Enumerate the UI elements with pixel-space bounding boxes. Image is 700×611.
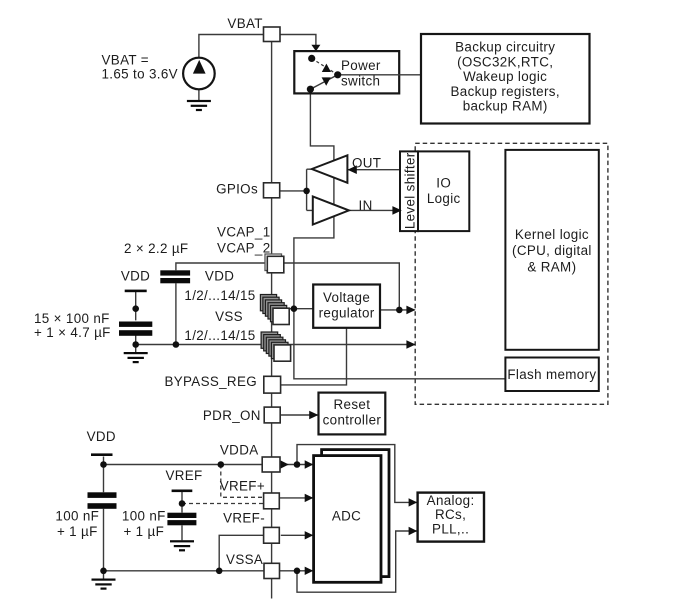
svg-text:1.65 to 3.6V: 1.65 to 3.6V <box>102 66 178 81</box>
svg-text:& RAM): & RAM) <box>527 259 576 274</box>
svg-text:+ 1 µF: + 1 µF <box>123 524 164 539</box>
svg-text:Reset: Reset <box>334 397 371 412</box>
svg-text:100 nF: 100 nF <box>55 509 99 524</box>
svg-text:100 nF: 100 nF <box>122 509 166 524</box>
svg-text:VREF: VREF <box>165 468 202 483</box>
svg-text:backup RAM): backup RAM) <box>463 99 548 114</box>
svg-text:PLL,..: PLL,.. <box>432 522 469 537</box>
svg-text:(CPU, digital: (CPU, digital <box>512 243 592 258</box>
svg-text:VCAP_2: VCAP_2 <box>217 241 270 256</box>
svg-text:Voltage: Voltage <box>323 290 370 305</box>
svg-text:VDDA: VDDA <box>220 443 259 458</box>
svg-text:+ 1 × 4.7 µF: + 1 × 4.7 µF <box>34 325 111 340</box>
svg-text:+ 1 µF: + 1 µF <box>57 524 98 539</box>
svg-text:Analog:: Analog: <box>427 493 475 508</box>
svg-text:2 × 2.2 µF: 2 × 2.2 µF <box>124 241 188 256</box>
svg-text:ADC: ADC <box>332 509 361 524</box>
svg-text:RCs,: RCs, <box>435 507 466 522</box>
svg-text:VCAP_1: VCAP_1 <box>217 224 270 239</box>
svg-text:Flash memory: Flash memory <box>507 367 596 382</box>
svg-text:VSSA: VSSA <box>226 552 263 567</box>
svg-text:Wakeup logic: Wakeup logic <box>463 69 547 84</box>
svg-text:Kernel logic: Kernel logic <box>515 227 589 242</box>
svg-text:IN: IN <box>359 198 373 213</box>
svg-text:GPIOs: GPIOs <box>216 182 258 197</box>
svg-text:VDD: VDD <box>121 269 150 284</box>
svg-text:OUT: OUT <box>352 156 381 171</box>
svg-text:VREF-: VREF- <box>223 510 265 525</box>
svg-text:IO: IO <box>436 175 451 190</box>
svg-text:switch: switch <box>341 74 380 89</box>
svg-text:BYPASS_REG: BYPASS_REG <box>164 374 257 389</box>
svg-text:VDD: VDD <box>205 269 234 284</box>
svg-text:1/2/...14/15: 1/2/...14/15 <box>184 288 255 303</box>
svg-text:VBAT =: VBAT = <box>102 53 149 68</box>
svg-text:VREF+: VREF+ <box>220 478 265 493</box>
svg-text:VDD: VDD <box>87 429 116 444</box>
svg-text:PDR_ON: PDR_ON <box>203 408 261 423</box>
svg-text:Backup circuitry: Backup circuitry <box>455 40 555 55</box>
svg-text:15 × 100 nF: 15 × 100 nF <box>34 311 110 326</box>
svg-text:VBAT: VBAT <box>227 16 262 31</box>
svg-text:(OSC32K,RTC,: (OSC32K,RTC, <box>457 54 553 69</box>
svg-text:Level shifter: Level shifter <box>403 152 418 229</box>
svg-text:controller: controller <box>323 413 382 428</box>
svg-text:1/2/...14/15: 1/2/...14/15 <box>184 328 255 343</box>
svg-text:Backup registers,: Backup registers, <box>450 84 559 99</box>
svg-text:regulator: regulator <box>319 305 375 320</box>
svg-text:VSS: VSS <box>215 309 243 324</box>
svg-text:Power: Power <box>341 58 381 73</box>
svg-text:Logic: Logic <box>427 191 461 206</box>
